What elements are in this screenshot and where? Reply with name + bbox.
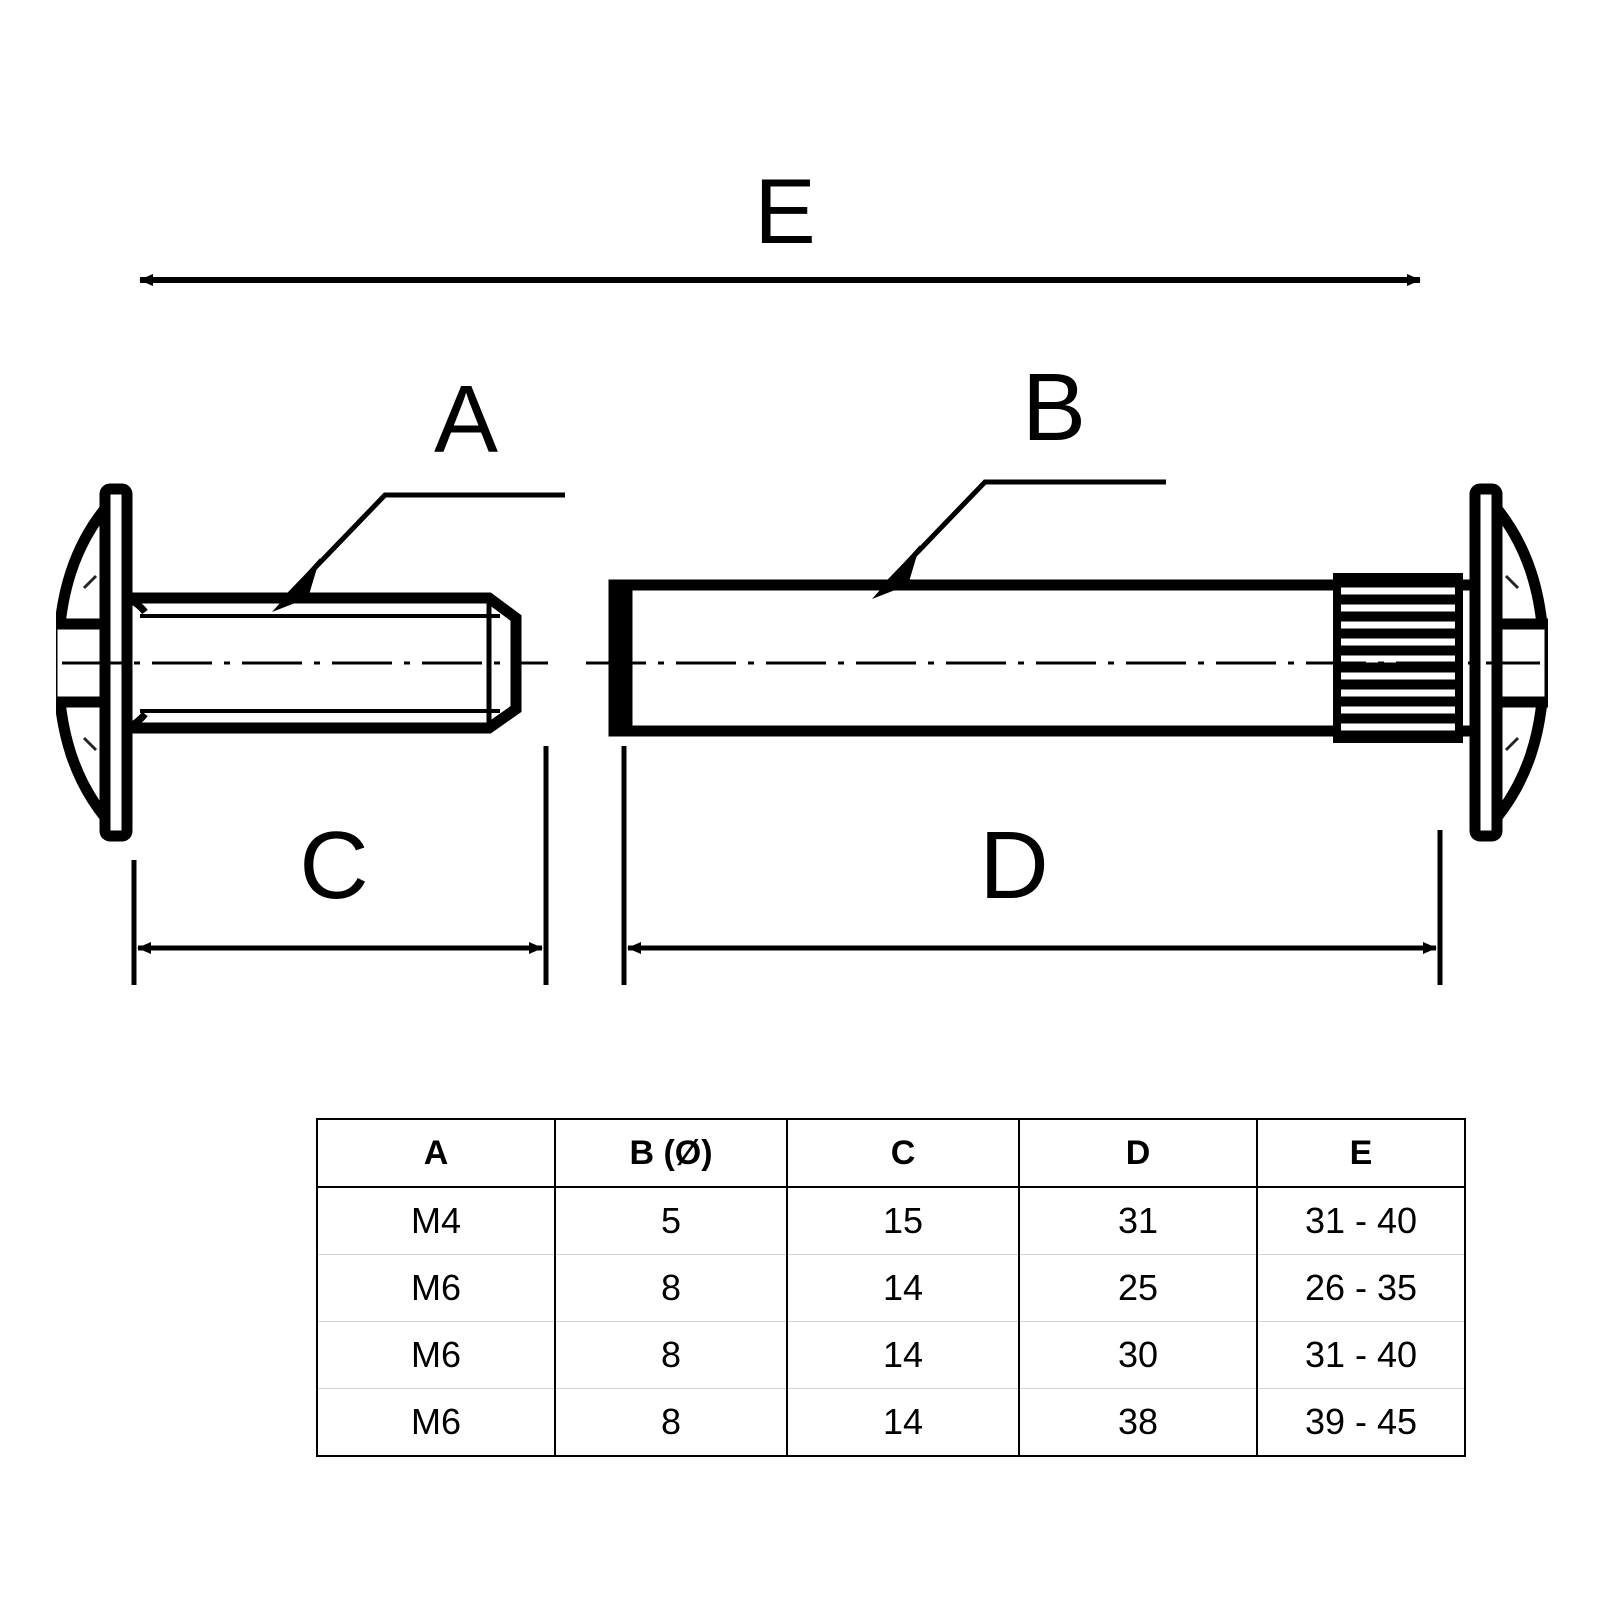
column-header-e: E — [1256, 1118, 1466, 1188]
leader-a: A — [272, 366, 565, 612]
spec-table-head: A B (Ø) C D E — [316, 1118, 1466, 1188]
cell-d: 30 — [1018, 1321, 1258, 1389]
column-header-d: D — [1018, 1118, 1258, 1188]
specification-table: A B (Ø) C D E M4 5 15 31 31 - 40 M6 8 — [316, 1118, 1466, 1457]
cell-a: M4 — [316, 1186, 556, 1255]
cell-d: 25 — [1018, 1254, 1258, 1322]
column-header-b: B (Ø) — [554, 1118, 788, 1188]
cell-d: 38 — [1018, 1388, 1258, 1457]
dimension-c: C — [131, 746, 549, 985]
cell-c: 14 — [786, 1388, 1020, 1457]
barrel-knurl-grooves — [1337, 587, 1459, 731]
barrel-sleeve-body — [608, 579, 1350, 737]
barrel-left-end-face — [609, 579, 633, 737]
spec-table-header-row: A B (Ø) C D E — [316, 1118, 1466, 1188]
leader-a-arrowhead — [272, 558, 320, 612]
column-header-c: C — [786, 1118, 1020, 1188]
dimension-a-label: A — [434, 366, 498, 473]
screw-shaft-fillet-bottom — [125, 711, 148, 732]
dimension-c-label: C — [299, 812, 368, 919]
cell-b: 8 — [554, 1321, 788, 1389]
table-row: M6 8 14 30 31 - 40 — [316, 1321, 1466, 1389]
cell-a: M6 — [316, 1388, 556, 1457]
table-row: M4 5 15 31 31 - 40 — [316, 1186, 1466, 1255]
cell-d: 31 — [1018, 1186, 1258, 1255]
barrel-part — [586, 483, 1548, 842]
cell-c: 14 — [786, 1254, 1020, 1322]
cell-b: 8 — [554, 1254, 788, 1322]
specification-table-container: A B (Ø) C D E M4 5 15 31 31 - 40 M6 8 — [316, 1118, 1466, 1457]
cell-e: 31 - 40 — [1256, 1186, 1466, 1255]
dimension-e: E — [139, 161, 1421, 286]
table-row: M6 8 14 25 26 - 35 — [316, 1254, 1466, 1322]
dimension-d-label: D — [979, 812, 1048, 919]
barrel-knurled-section — [1333, 573, 1463, 743]
cell-a: M6 — [316, 1321, 556, 1389]
cell-c: 15 — [786, 1186, 1020, 1255]
spec-table-body: M4 5 15 31 31 - 40 M6 8 14 25 26 - 35 M6… — [316, 1186, 1466, 1457]
column-header-a: A — [316, 1118, 556, 1188]
leader-b-arrowhead — [872, 545, 920, 599]
cell-e: 26 - 35 — [1256, 1254, 1466, 1322]
barrel-knurl-edges — [1333, 573, 1463, 743]
leader-b: B — [872, 354, 1166, 599]
cell-c: 14 — [786, 1321, 1020, 1389]
cell-e: 31 - 40 — [1256, 1321, 1466, 1389]
screw-shaft-fillet-top — [125, 594, 148, 615]
dimension-e-label: E — [754, 161, 815, 263]
table-row: M6 8 14 38 39 - 45 — [316, 1388, 1466, 1457]
cell-a: M6 — [316, 1254, 556, 1322]
cell-b: 8 — [554, 1388, 788, 1457]
dimension-d: D — [621, 746, 1443, 985]
dimension-b-label: B — [1022, 354, 1086, 461]
screw-part — [56, 483, 548, 842]
cell-e: 39 - 45 — [1256, 1388, 1466, 1457]
cell-b: 5 — [554, 1186, 788, 1255]
